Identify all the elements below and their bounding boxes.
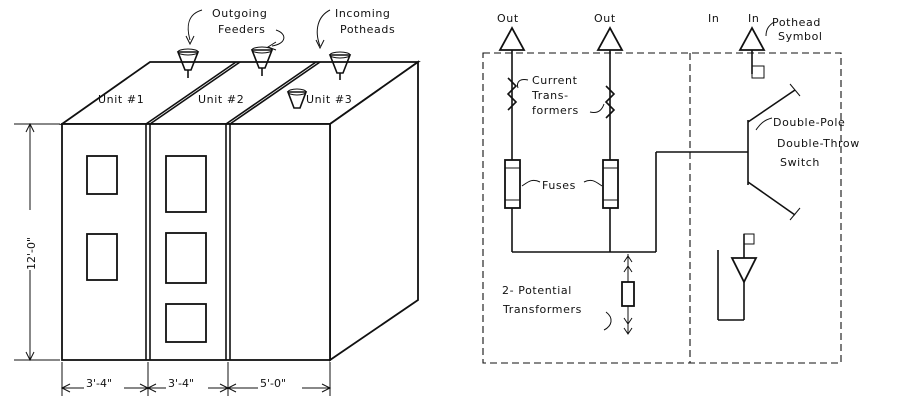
in-pothead-triangle	[738, 26, 766, 51]
ct-label-line1: Current	[532, 74, 578, 87]
pothead-leader	[765, 21, 775, 37]
switch-lower-throw	[747, 181, 796, 216]
unit1-window-lower	[86, 233, 118, 281]
in-label-1: In	[708, 12, 719, 25]
height-text-gap	[23, 210, 37, 270]
outgoing-feeders-label-line1: Outgoing	[212, 7, 267, 20]
feeder-pothead-2	[250, 46, 274, 76]
wiring-schematic: Out Out In In Pothead Symbol	[482, 12, 860, 364]
incoming-pothead-1	[328, 51, 352, 80]
width1-gap	[84, 376, 124, 390]
feeders-arrow-2	[266, 41, 277, 51]
pothead-symbol-label-line2: Symbol	[778, 30, 823, 43]
out-triangle-1	[498, 26, 526, 51]
unit2-label: Unit #2	[198, 93, 244, 106]
switch-leader	[755, 117, 773, 131]
lower-pothead-triangle	[730, 257, 758, 285]
pt-label-line1: 2- Potential	[502, 284, 572, 297]
outgoing-feeders-label-line2: Feeders	[218, 23, 265, 36]
height-arrow-top	[25, 122, 35, 133]
switch-label-line2: Double-Throw	[777, 137, 860, 150]
in-label-2: In	[748, 12, 759, 25]
pt-leader	[603, 311, 612, 331]
switchgear-isometric: Unit #1 Unit #2 Unit #3 Outgoing Feeders…	[14, 7, 421, 396]
feeders-leader-1	[187, 9, 203, 41]
pt-label-line2: Transformers	[502, 303, 582, 316]
top-divider-1b	[149, 61, 241, 125]
potheads-leader	[316, 9, 331, 47]
enclosure-dashed-outline	[482, 52, 842, 364]
pothead-small-box	[751, 65, 765, 79]
fuses-label: Fuses	[542, 179, 576, 192]
switch-label-line1: Double-Pole	[773, 116, 845, 129]
lower-pothead-box	[743, 233, 755, 245]
unit1-window-upper	[86, 155, 118, 195]
fuse-1	[504, 159, 521, 209]
switch-upper-throw	[747, 89, 796, 123]
potential-transformer	[621, 281, 635, 307]
switch-upper-contact	[789, 83, 801, 97]
fuses-leader-2	[583, 179, 603, 187]
pothead-symbol-label-line1: Pothead	[772, 16, 821, 29]
unit3-label: Unit #3	[306, 93, 352, 106]
top-divider-2b	[229, 61, 321, 125]
out-triangle-2	[596, 26, 624, 51]
out-label-2: Out	[594, 12, 616, 25]
pt-lower-arrows	[623, 317, 633, 335]
width3-gap	[258, 376, 302, 390]
current-transformer-1	[506, 77, 518, 111]
top-divider-2	[225, 61, 317, 125]
width-arrows	[60, 383, 332, 393]
current-transformer-2	[604, 85, 616, 119]
ct-label-line2: Trans-	[531, 89, 569, 102]
height-arrow-bottom	[25, 351, 35, 362]
fuses-leader-1	[521, 179, 541, 187]
out-label-1: Out	[497, 12, 519, 25]
incoming-potheads-label-line2: Potheads	[340, 23, 395, 36]
height-dimension-text: 12'-0"	[25, 237, 38, 270]
unit2-window-lower	[165, 303, 207, 343]
feeder-pothead-1	[176, 48, 200, 78]
incoming-pothead-2	[286, 88, 308, 109]
switch-lower-contact	[789, 207, 801, 221]
width2-gap	[166, 376, 208, 390]
unit2-window-upper	[165, 155, 207, 213]
top-divider-1	[145, 61, 237, 125]
unit1-width-text: 3'-4"	[86, 377, 112, 390]
pt-upper-arrows	[623, 255, 633, 273]
unit2-window-middle	[165, 232, 207, 284]
switch-label-line3: Switch	[780, 156, 820, 169]
unit3-width-text: 5'-0"	[260, 377, 286, 390]
ct-leader-2	[589, 103, 605, 113]
feeders-leader-2	[271, 29, 285, 47]
incoming-potheads-label-line1: Incoming	[335, 7, 391, 20]
ct-label-line3: formers	[532, 104, 579, 117]
ct-leader-1	[517, 79, 529, 89]
unit2-width-text: 3'-4"	[168, 377, 194, 390]
potheads-arrow	[315, 39, 325, 50]
unit1-label: Unit #1	[98, 93, 144, 106]
fuse-2	[602, 159, 619, 209]
feeders-arrow-1	[185, 35, 195, 46]
